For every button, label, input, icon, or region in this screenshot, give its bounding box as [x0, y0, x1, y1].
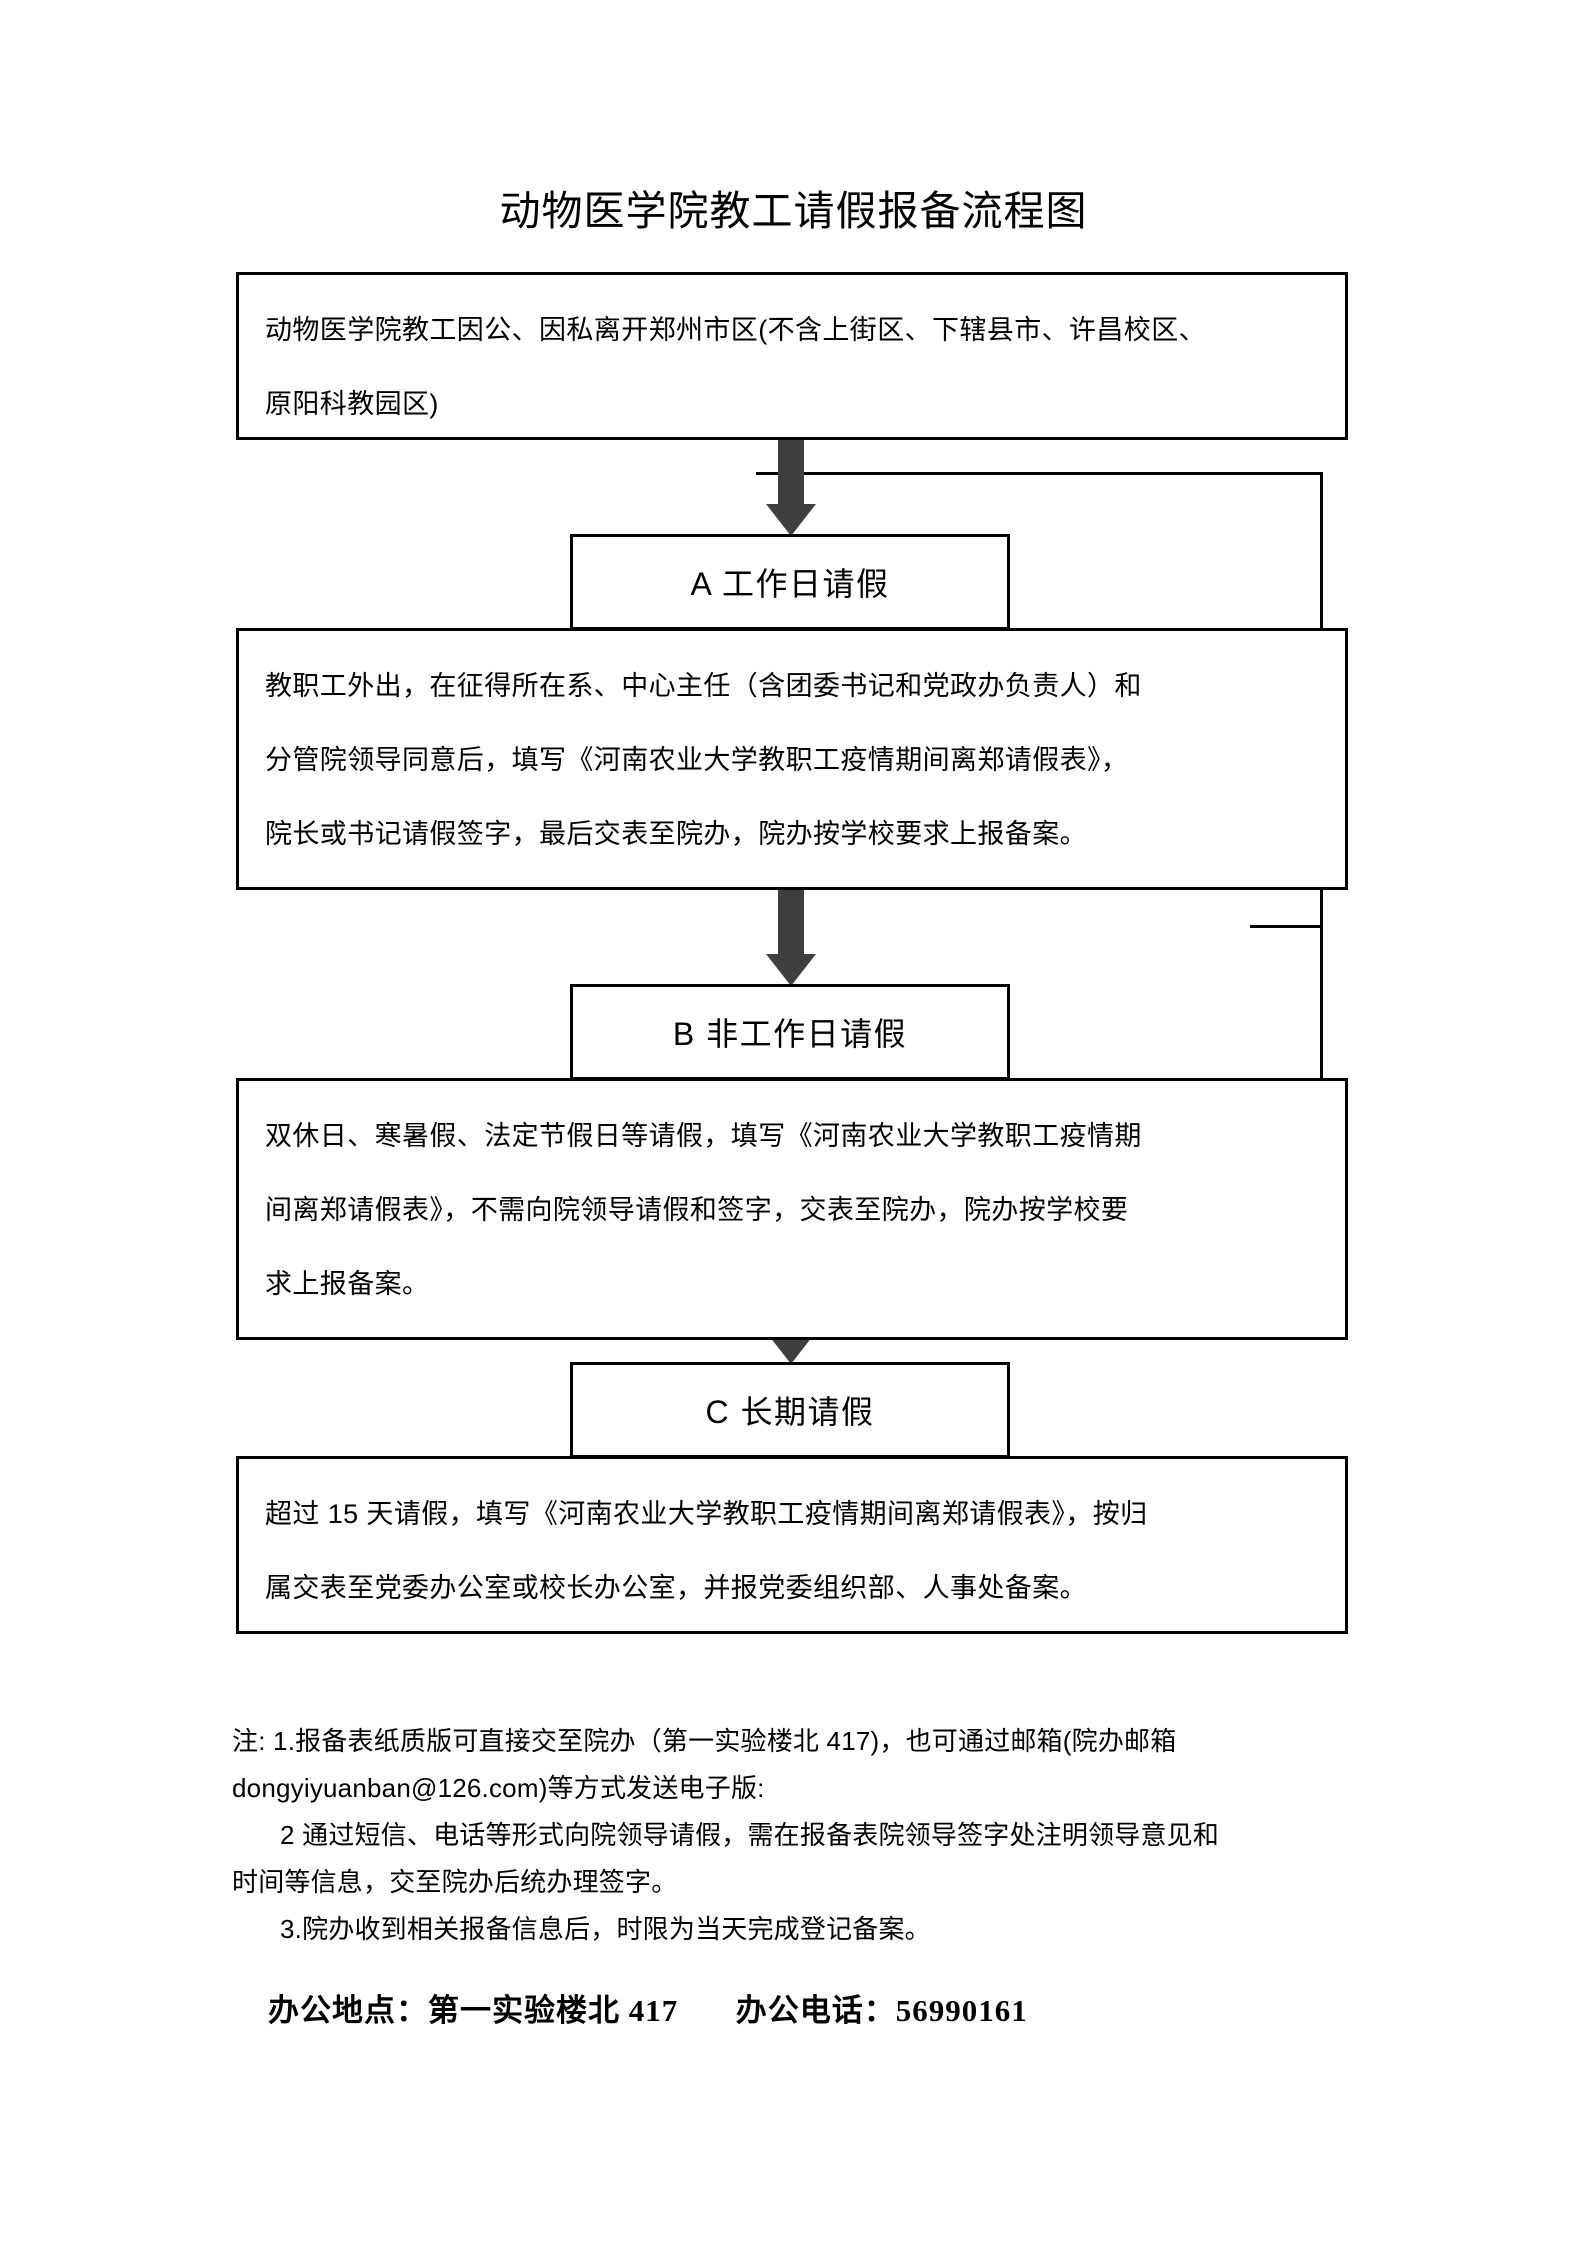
- branch-a-line-1: 教职工外出，在征得所在系、中心主任（含团委书记和党政办负责人）和: [265, 671, 1142, 701]
- arrow-down-icon-origin-to-a: [756, 440, 826, 536]
- branch-b-line-3: 求上报备案。: [265, 1269, 430, 1299]
- branch-c-line-2: 属交表至党委办公室或校长办公室，并报党委组织部、人事处备案。: [265, 1573, 1087, 1603]
- flow-label-a: A 工作日请假: [570, 534, 1010, 630]
- flow-label-b-text: B 非工作日请假: [672, 1016, 908, 1052]
- arrow-shaft: [778, 890, 804, 954]
- note-line-3: 2 通过短信、电话等形式向院领导请假，需在报备表院领导签字处注明领导意见和: [280, 1820, 1220, 1850]
- arrow-head: [766, 504, 816, 536]
- branch-c-line-1: 超过 15 天请假，填写《河南农业大学教职工疫情期间离郑请假表》，按归: [265, 1499, 1148, 1529]
- note-line-2: dongyiyuanban@126.com)等方式发送电子版:: [232, 1773, 765, 1803]
- note-line-1: 注: 1.报备表纸质版可直接交至院办（第一实验楼北 417)，也可通过邮箱(院办…: [232, 1726, 1177, 1756]
- arrow-down-icon-a-to-b: [756, 890, 826, 986]
- flow-label-b: B 非工作日请假: [570, 984, 1010, 1080]
- connector-line-b-horizontal: [1250, 925, 1323, 928]
- connector-line-top-horizontal: [756, 472, 1323, 475]
- page-title: 动物医学院教工请假报备流程图: [499, 188, 1088, 234]
- flow-label-c: C 长期请假: [570, 1362, 1010, 1458]
- note-line-5: 3.院办收到相关报备信息后，时限为当天完成登记备案。: [280, 1914, 931, 1944]
- origin-line-1: 动物医学院教工因公、因私离开郑州市区(不含上街区、下辖县市、许昌校区、: [265, 315, 1206, 345]
- flow-box-origin: 动物医学院教工因公、因私离开郑州市区(不含上街区、下辖县市、许昌校区、 原阳科教…: [236, 272, 1348, 440]
- flow-box-b-body: 双休日、寒暑假、法定节假日等请假，填写《河南农业大学教职工疫情期 间离郑请假表》…: [236, 1078, 1348, 1340]
- arrow-shaft: [778, 440, 804, 504]
- flow-box-c-body: 超过 15 天请假，填写《河南农业大学教职工疫情期间离郑请假表》，按归 属交表至…: [236, 1456, 1348, 1634]
- branch-a-line-2: 分管院领导同意后，填写《河南农业大学教职工疫情期间离郑请假表》，: [265, 745, 1129, 775]
- branch-b-line-1: 双休日、寒暑假、法定节假日等请假，填写《河南农业大学教职工疫情期: [265, 1121, 1142, 1151]
- note-line-4: 时间等信息，交至院办后统办理签字。: [232, 1867, 678, 1897]
- branch-a-line-3: 院长或书记请假签字，最后交表至院办，院办按学校要求上报备案。: [265, 819, 1087, 849]
- office-location-text: 办公地点：第一实验楼北 417: [268, 1993, 679, 2028]
- branch-b-line-2: 间离郑请假表》，不需向院领导请假和签字，交表至院办，院办按学校要: [265, 1195, 1129, 1225]
- arrow-head: [766, 954, 816, 986]
- flow-label-a-text: A 工作日请假: [690, 566, 890, 602]
- flow-label-c-text: C 长期请假: [705, 1394, 875, 1430]
- notes-section: 注: 1.报备表纸质版可直接交至院办（第一实验楼北 417)，也可通过邮箱(院办…: [232, 1718, 1362, 1953]
- footer-contact: 办公地点：第一实验楼北 417 办公电话：56990161: [268, 1985, 1028, 2030]
- office-phone-text: 办公电话：56990161: [735, 1993, 1028, 2028]
- origin-line-2: 原阳科教园区): [265, 389, 439, 419]
- flow-box-a-body: 教职工外出，在征得所在系、中心主任（含团委书记和党政办负责人）和 分管院领导同意…: [236, 628, 1348, 890]
